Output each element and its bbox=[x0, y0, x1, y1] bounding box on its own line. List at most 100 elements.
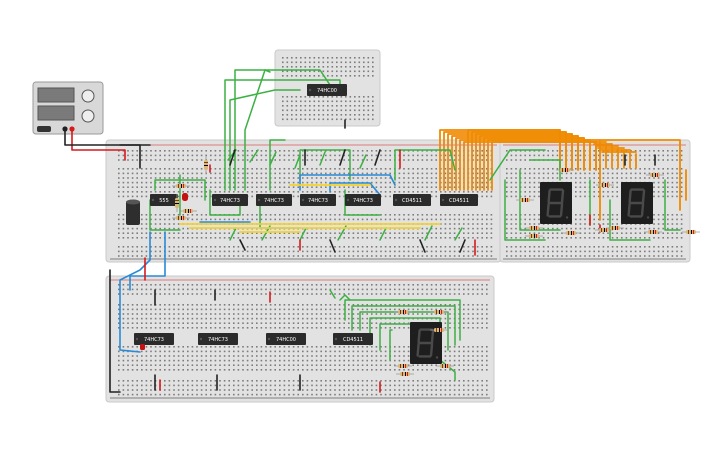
resistor[interactable] bbox=[172, 184, 190, 188]
ic-chip[interactable]: CD4511 bbox=[333, 333, 373, 345]
hole bbox=[210, 384, 212, 387]
wire[interactable] bbox=[379, 227, 387, 241]
wire[interactable] bbox=[344, 299, 461, 341]
resistor[interactable] bbox=[525, 234, 543, 238]
wire[interactable] bbox=[239, 239, 246, 251]
hole bbox=[602, 191, 605, 193]
resistor[interactable] bbox=[516, 198, 534, 202]
hole bbox=[630, 250, 632, 253]
wire[interactable] bbox=[394, 149, 456, 181]
resistor[interactable] bbox=[436, 364, 454, 368]
resistor[interactable] bbox=[596, 183, 614, 187]
hole bbox=[361, 232, 364, 234]
wire[interactable] bbox=[599, 139, 681, 211]
resistor[interactable] bbox=[556, 168, 574, 172]
ic-chip[interactable]: 74HC73 bbox=[134, 333, 174, 345]
resistor[interactable] bbox=[562, 231, 580, 235]
resistor[interactable] bbox=[175, 194, 179, 212]
wire[interactable] bbox=[489, 149, 546, 181]
wire[interactable] bbox=[609, 199, 651, 241]
wire[interactable] bbox=[487, 139, 591, 191]
wire[interactable] bbox=[299, 149, 351, 181]
wire[interactable] bbox=[229, 227, 237, 241]
wire[interactable] bbox=[479, 135, 579, 191]
wire[interactable] bbox=[339, 149, 346, 166]
wire[interactable] bbox=[351, 305, 456, 346]
wire[interactable] bbox=[339, 294, 351, 301]
ic-chip[interactable]: 74HC73 bbox=[256, 194, 292, 206]
resistor[interactable] bbox=[606, 226, 624, 230]
wire[interactable] bbox=[229, 89, 301, 191]
resistor[interactable] bbox=[394, 310, 412, 314]
wire[interactable] bbox=[529, 159, 561, 181]
power-supply[interactable] bbox=[32, 81, 104, 135]
wire[interactable] bbox=[234, 69, 331, 191]
ic-chip[interactable]: 74HC73 bbox=[212, 194, 248, 206]
resistor[interactable] bbox=[172, 216, 190, 220]
wire[interactable] bbox=[664, 179, 681, 231]
electrolytic-capacitor[interactable] bbox=[126, 201, 140, 225]
wire[interactable] bbox=[229, 149, 236, 166]
seven-segment-display[interactable] bbox=[540, 182, 572, 224]
ic-chip[interactable]: 74HC73 bbox=[198, 333, 238, 345]
wire[interactable] bbox=[71, 128, 126, 161]
hole bbox=[352, 380, 355, 382]
wire[interactable] bbox=[269, 139, 286, 191]
ic-chip[interactable]: 74HC00 bbox=[266, 333, 306, 345]
wire[interactable] bbox=[359, 154, 367, 169]
wire[interactable] bbox=[471, 131, 567, 191]
resistor[interactable] bbox=[179, 209, 197, 213]
seven-segment-display[interactable] bbox=[410, 322, 442, 364]
resistor[interactable] bbox=[204, 156, 208, 174]
ic-chip[interactable]: 74HC00 bbox=[307, 84, 347, 96]
ic-chip[interactable]: 555 bbox=[150, 194, 178, 206]
wire[interactable] bbox=[475, 133, 573, 191]
wire[interactable] bbox=[454, 227, 463, 241]
wire[interactable] bbox=[249, 149, 259, 163]
wire[interactable] bbox=[329, 289, 336, 299]
wire[interactable] bbox=[119, 231, 151, 353]
wire[interactable] bbox=[64, 128, 141, 169]
resistor[interactable] bbox=[644, 230, 662, 234]
wire[interactable] bbox=[491, 141, 597, 191]
seven-segment-display[interactable] bbox=[621, 182, 653, 224]
wire[interactable] bbox=[299, 227, 307, 241]
resistor[interactable] bbox=[396, 372, 414, 376]
ic-chip[interactable]: CD4511 bbox=[393, 194, 431, 206]
wire[interactable] bbox=[467, 129, 561, 191]
hole bbox=[283, 350, 286, 353]
wire[interactable] bbox=[209, 189, 241, 216]
wire[interactable] bbox=[329, 182, 381, 196]
led[interactable] bbox=[182, 193, 188, 201]
wire[interactable] bbox=[244, 69, 271, 191]
wire[interactable] bbox=[519, 169, 561, 231]
wire[interactable] bbox=[504, 179, 546, 241]
resistor[interactable] bbox=[595, 228, 613, 232]
wire[interactable] bbox=[329, 239, 336, 253]
resistor[interactable] bbox=[394, 364, 412, 368]
resistor[interactable] bbox=[646, 173, 664, 177]
wire[interactable] bbox=[389, 329, 393, 361]
wire[interactable] bbox=[129, 231, 166, 291]
resistor[interactable] bbox=[430, 328, 448, 332]
ic-chip[interactable]: 74HC73 bbox=[300, 194, 336, 206]
wire[interactable] bbox=[269, 151, 277, 166]
wire[interactable] bbox=[459, 239, 466, 253]
wire[interactable] bbox=[374, 149, 381, 166]
hole bbox=[131, 172, 134, 175]
resistor[interactable] bbox=[525, 226, 543, 230]
wire[interactable] bbox=[319, 151, 326, 166]
wire[interactable] bbox=[109, 269, 121, 393]
wire[interactable] bbox=[294, 154, 301, 169]
wire[interactable] bbox=[299, 174, 396, 191]
wire[interactable] bbox=[424, 225, 433, 241]
ic-chip[interactable]: CD4511 bbox=[440, 194, 478, 206]
resistor[interactable] bbox=[682, 230, 700, 234]
led[interactable] bbox=[140, 344, 145, 350]
wire[interactable] bbox=[419, 239, 426, 253]
wire[interactable] bbox=[149, 199, 181, 231]
wire[interactable] bbox=[483, 137, 585, 191]
ic-chip[interactable]: 74HC73 bbox=[345, 194, 381, 206]
resistor[interactable] bbox=[430, 310, 448, 314]
